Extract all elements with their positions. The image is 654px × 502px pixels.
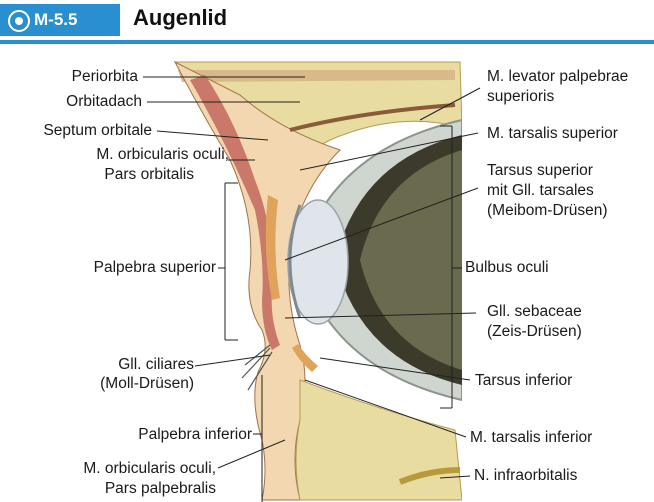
- label-levator-2: superioris: [487, 87, 554, 106]
- lower-tissue: [296, 380, 462, 500]
- label-orbicularis-palpebralis-1: M. orbicularis oculi,: [83, 459, 216, 478]
- label-levator-1: M. levator palpebrae: [487, 67, 628, 86]
- label-periorbita: Periorbita: [72, 67, 138, 86]
- label-infraorbitalis: N. infraorbitalis: [474, 466, 577, 485]
- label-palpebra-superior: Palpebra superior: [94, 258, 216, 277]
- label-tarsus-superior-1: Tarsus superior: [487, 161, 593, 180]
- label-tarsus-inferior: Tarsus inferior: [475, 371, 572, 390]
- label-gll-ciliares-1: Gll. ciliares: [118, 355, 194, 374]
- label-orbicularis-orbitalis-2: Pars orbitalis: [104, 165, 194, 184]
- label-tarsalis-superior: M. tarsalis superior: [487, 124, 618, 143]
- label-bulbus-oculi: Bulbus oculi: [465, 258, 549, 277]
- label-tarsalis-inferior: M. tarsalis inferior: [470, 428, 592, 447]
- label-gll-ciliares-2: (Moll-Drüsen): [100, 374, 194, 393]
- periorbita-band: [178, 70, 455, 82]
- label-gll-sebaceae-2: (Zeis-Drüsen): [487, 322, 582, 341]
- label-tarsus-superior-3: (Meibom-Drüsen): [487, 201, 608, 220]
- label-gll-sebaceae-1: Gll. sebaceae: [487, 302, 582, 321]
- label-septum-orbitale: Septum orbitale: [43, 121, 152, 140]
- label-tarsus-superior-2: mit Gll. tarsales: [487, 181, 594, 200]
- label-orbicularis-palpebralis-2: Pars palpebralis: [105, 479, 216, 498]
- label-orbitadach: Orbitadach: [66, 92, 142, 111]
- label-orbicularis-orbitalis-1: M. orbicularis oculi,: [96, 145, 229, 164]
- label-palpebra-inferior: Palpebra inferior: [138, 425, 252, 444]
